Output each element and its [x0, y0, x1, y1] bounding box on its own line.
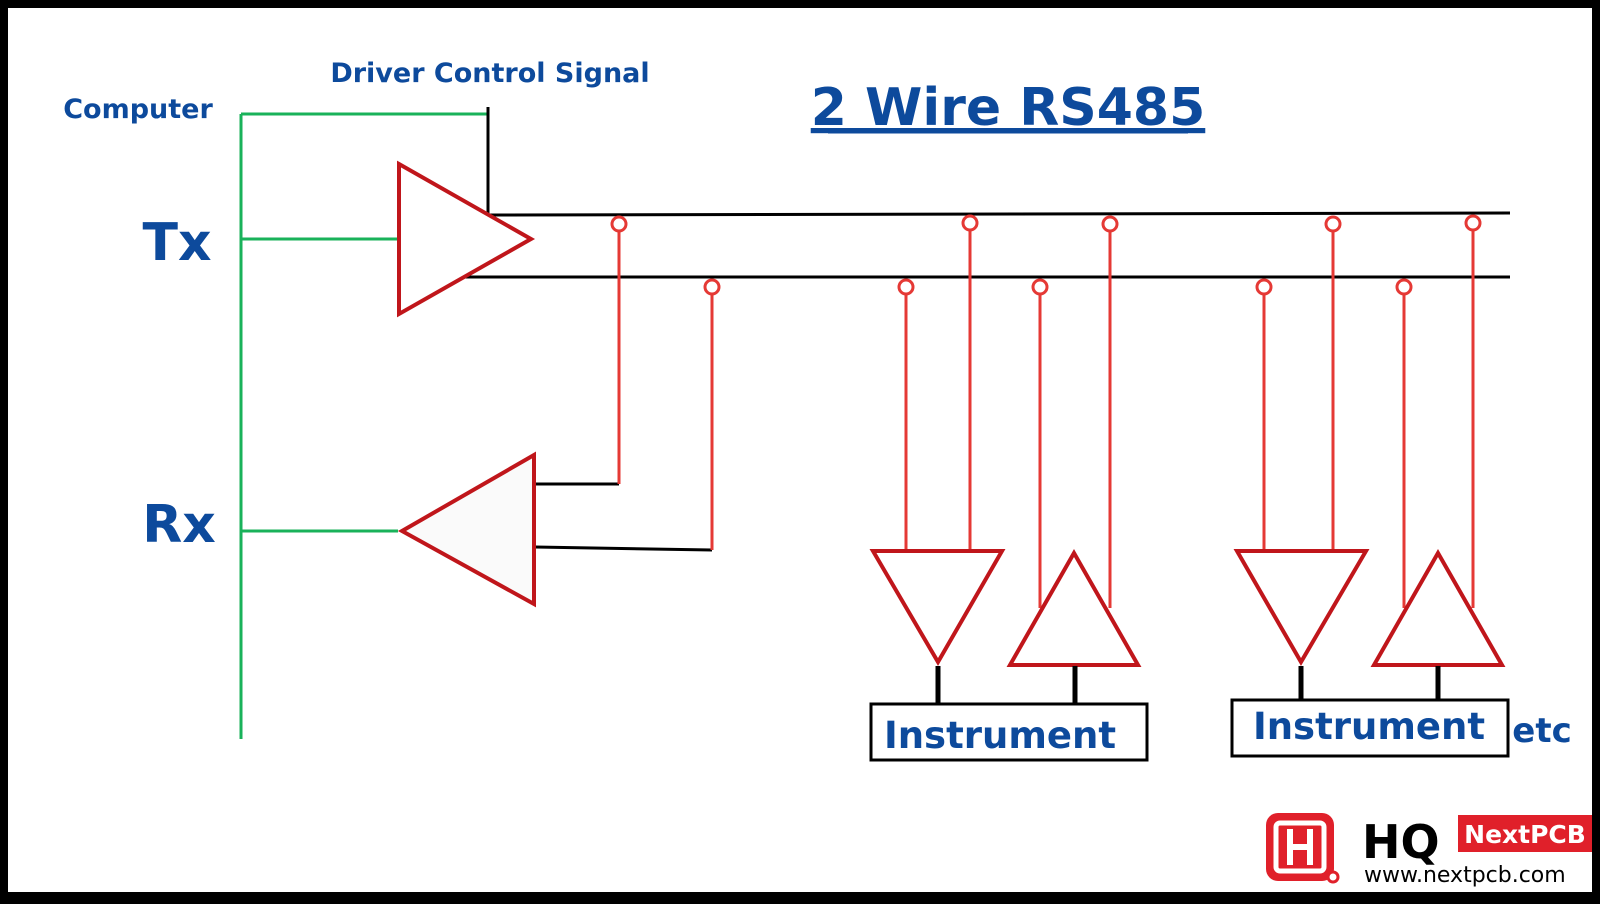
instrument-1-receiver-triangle	[869, 549, 1006, 666]
rx-receiver-triangle	[397, 451, 536, 608]
instrument-box-1: Instrument	[869, 702, 1149, 762]
instrument-2-label: Instrument	[1253, 705, 1485, 748]
tap-connectors	[610, 214, 1482, 296]
etc-label: etc	[1512, 711, 1571, 751]
tap-lines	[617, 230, 1475, 608]
nextpcb-logo: HQ NextPCB www.nextpcb.com	[1266, 813, 1592, 888]
computer-bus	[239, 112, 488, 739]
driver-control-label: Driver Control Signal	[330, 58, 649, 89]
instrument-2-driver-triangle	[1370, 548, 1506, 667]
diagram-panel	[8, 8, 1592, 892]
instrument-2-receiver-triangle	[1233, 549, 1370, 666]
rx-label: Rx	[142, 495, 216, 555]
receiver-input-b-wire	[534, 545, 713, 552]
logo-brand-badge	[1458, 815, 1592, 852]
instrument-stubs	[935, 666, 1441, 704]
bus-wires	[462, 107, 1511, 552]
diagram-title: 2 Wire RS485	[811, 78, 1206, 138]
instrument-1-label: Instrument	[884, 714, 1116, 757]
logo-brand-text: NextPCB	[1464, 820, 1586, 849]
tx-label: Tx	[142, 213, 211, 273]
instrument-1-driver-triangle	[1006, 548, 1142, 667]
computer-label: Computer	[63, 94, 213, 125]
line-a-wire	[487, 211, 1511, 217]
instrument-box-2: Instrument	[1230, 698, 1510, 758]
tx-driver-triangle	[397, 160, 536, 318]
logo-url-text: www.nextpcb.com	[1364, 863, 1566, 888]
logo-hq-text: HQ	[1362, 815, 1440, 869]
